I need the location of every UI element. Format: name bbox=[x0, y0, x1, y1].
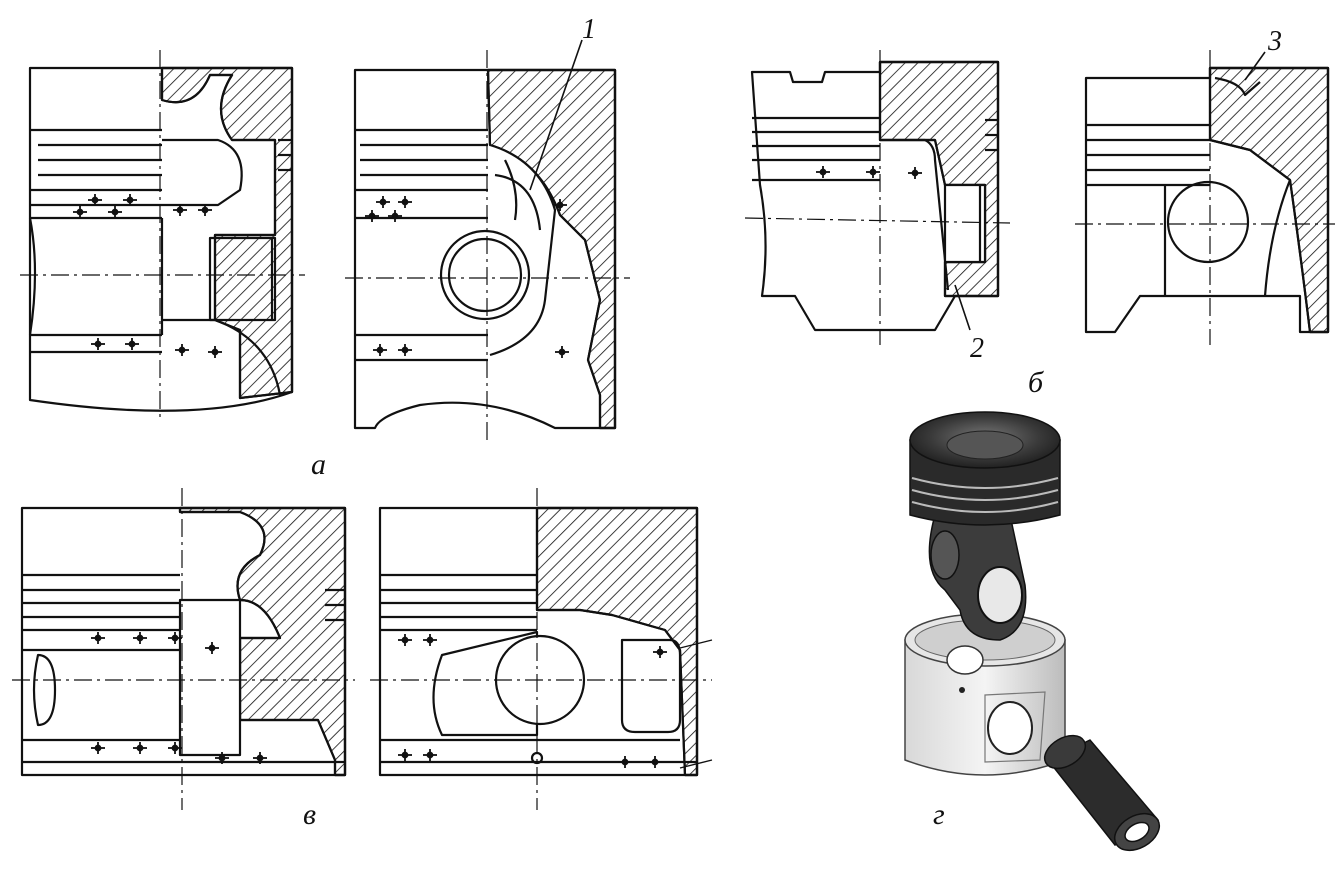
datum-markers bbox=[73, 166, 922, 768]
callout-1: 1 bbox=[582, 14, 596, 45]
piston-v-right bbox=[370, 488, 713, 810]
connecting-rod bbox=[928, 514, 1027, 641]
piston-a-left bbox=[20, 50, 305, 420]
caption-a: а bbox=[311, 448, 326, 481]
piston-b-right bbox=[1075, 50, 1335, 345]
piston-exploded-3d bbox=[904, 411, 1161, 852]
piston-b-left bbox=[744, 50, 1011, 345]
piston-a-right bbox=[345, 39, 630, 440]
piston-v-left bbox=[12, 488, 355, 810]
callout-2: 2 bbox=[970, 333, 984, 364]
piston-pin bbox=[1043, 734, 1161, 852]
caption-b: б bbox=[1028, 366, 1044, 399]
piston-crown bbox=[909, 411, 1061, 526]
caption-g: г bbox=[933, 798, 945, 831]
callout-3: 3 bbox=[1268, 26, 1282, 57]
caption-v: в bbox=[303, 798, 317, 831]
